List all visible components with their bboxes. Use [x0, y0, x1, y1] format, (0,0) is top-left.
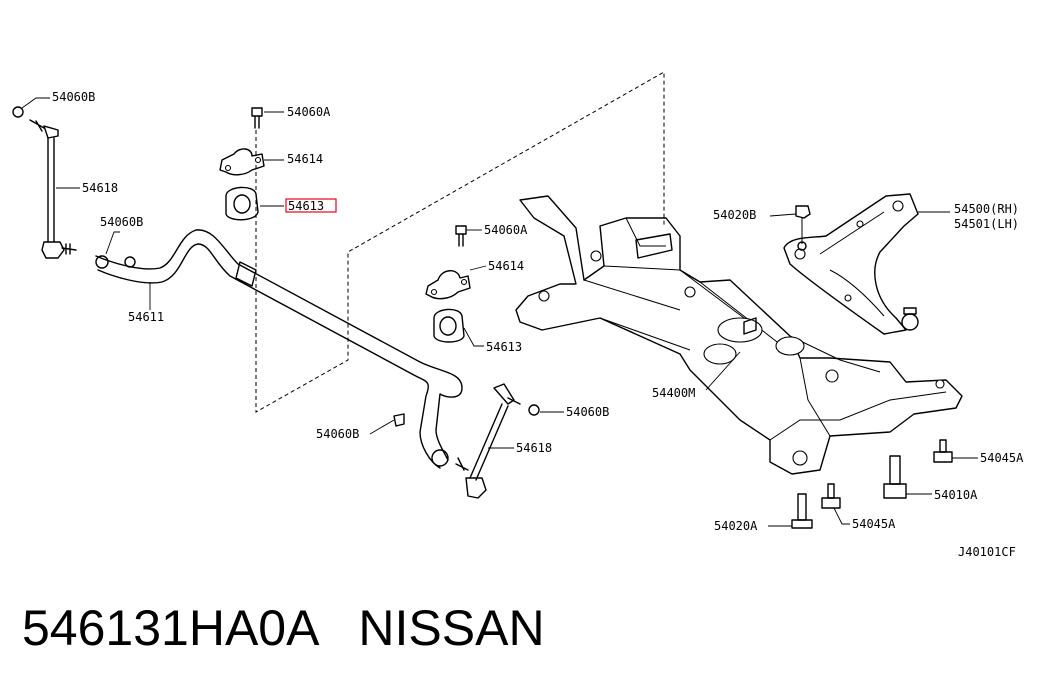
label-54060B-low: 54060B	[316, 427, 359, 441]
label-54614-top: 54614	[287, 152, 323, 166]
label-54060A-mid: 54060A	[484, 223, 528, 237]
label-54501-lh: 54501(LH)	[954, 217, 1019, 231]
stabilizer-link-right	[393, 383, 540, 499]
clamp-bushing-top	[219, 107, 265, 221]
bolt-54045A-low	[821, 483, 841, 509]
bolt-54045A-right	[933, 439, 953, 463]
label-54500-rh: 54500(RH)	[954, 202, 1019, 216]
label-54020B: 54020B	[713, 208, 756, 222]
stabilizer-bar	[95, 229, 463, 469]
dashed-reference-outline	[255, 71, 665, 413]
suspension-member	[515, 195, 963, 475]
part-number: 546131HA0A	[22, 600, 317, 656]
label-54611: 54611	[128, 310, 164, 324]
diagram-code: J40101CF	[958, 545, 1016, 559]
clamp-bushing-mid	[425, 225, 471, 343]
label-54060B-top: 54060B	[52, 90, 95, 104]
label-54614-mid: 54614	[488, 259, 524, 273]
label-54010A: 54010A	[934, 488, 978, 502]
label-54060B-right: 54060B	[566, 405, 609, 419]
brand-name: NISSAN	[358, 600, 545, 656]
part-labels: 54060B 54060A 54614 54618 54613 54060B 5…	[52, 90, 1024, 559]
label-54060B-mid: 54060B	[100, 215, 143, 229]
transverse-link	[783, 193, 919, 335]
label-54045A-right: 54045A	[980, 451, 1024, 465]
label-54045A-low: 54045A	[852, 517, 896, 531]
label-54613-top[interactable]: 54613	[288, 199, 324, 213]
selected-part-highlight	[285, 198, 337, 213]
leader-lines	[21, 97, 978, 527]
bolt-54010A	[883, 455, 907, 499]
label-54618-left: 54618	[82, 181, 118, 195]
stabilizer-link-left	[12, 106, 77, 259]
bolt-54020A	[791, 493, 813, 529]
label-54060A-top: 54060A	[287, 105, 331, 119]
exploded-parts-diagram: 54060B 54060A 54614 54618 54613 54060B 5…	[12, 71, 1024, 559]
label-54400M: 54400M	[652, 386, 695, 400]
part-number-footer: 546131HA0A NISSAN	[22, 598, 545, 658]
label-54618-right: 54618	[516, 441, 552, 455]
label-54613-mid: 54613	[486, 340, 522, 354]
label-54020A: 54020A	[714, 519, 758, 533]
bolt-54020B	[795, 205, 811, 251]
